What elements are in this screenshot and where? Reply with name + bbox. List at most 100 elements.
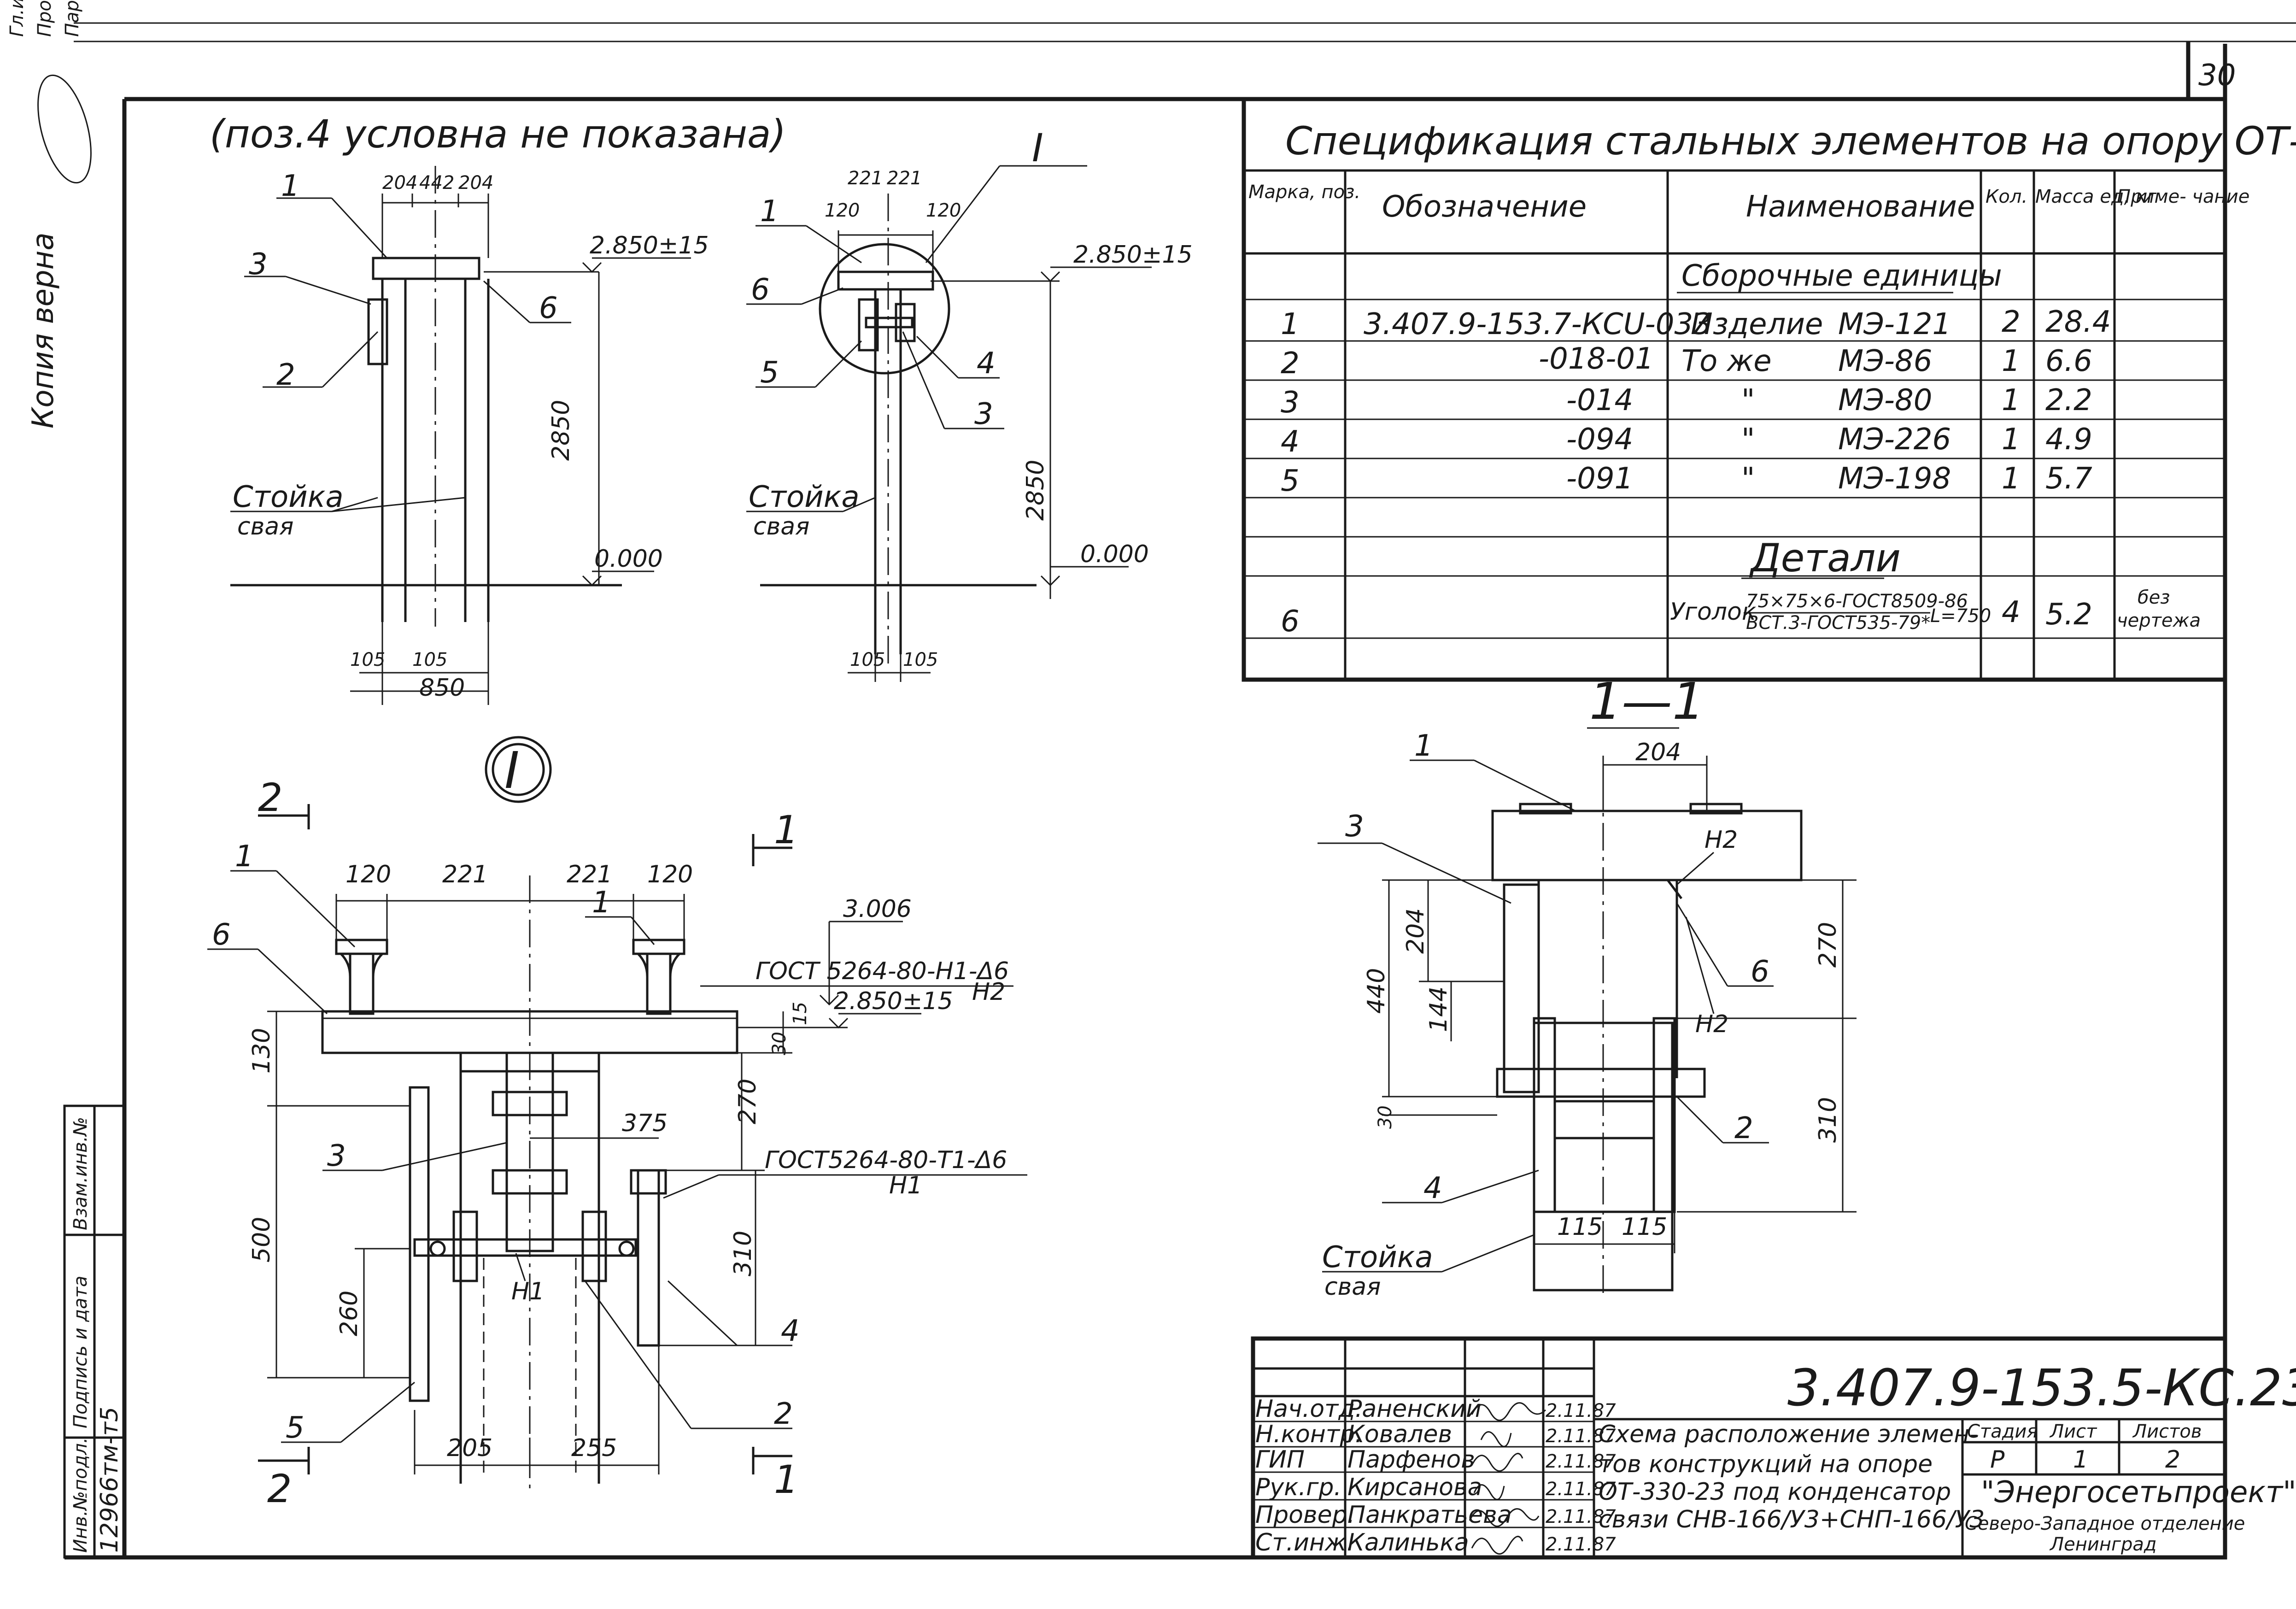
name-3: Парфенов	[1347, 1446, 1475, 1474]
section-mark-2-bottom: 2	[267, 1466, 292, 1511]
spec-row-code: -014	[1566, 383, 1633, 417]
role-5: Провер.	[1255, 1501, 1355, 1529]
callout-3: 3	[249, 247, 268, 282]
callout-2: 2	[774, 1397, 793, 1431]
spec-col-note: Приме- чание	[2117, 186, 2249, 207]
dim-side-500: 500	[248, 1217, 275, 1263]
dim-right-270: 270	[1814, 922, 1842, 968]
section-mark-2-top: 2	[258, 775, 282, 820]
elev-top: 2.850±15	[1073, 241, 1193, 269]
date-2: 2.11.87	[1546, 1426, 1616, 1447]
spec-detail-pos: 6	[1281, 605, 1300, 639]
sheet-value: 1	[2073, 1446, 2088, 1474]
dim-top-1: 221	[848, 168, 883, 189]
elev-top: 2.850±15	[590, 232, 709, 259]
spec-col-pos: Марка, поз.	[1248, 182, 1360, 203]
spec-title: Спецификация стальных элементов на опору…	[1285, 118, 2296, 164]
spec-row-name: "	[1741, 423, 1755, 457]
desc-line-3: ОТ-330-23 под конденсатор	[1599, 1478, 1951, 1506]
spec-row-name: "	[1741, 462, 1755, 496]
sheet-number: 30	[2198, 59, 2236, 93]
strip-inv-number: 12966тм-т5	[96, 1407, 123, 1553]
weld-mid: ГОСТ5264-80-Т1-Δ6	[765, 1146, 1007, 1174]
title-block: 3.407.9-153.5-КС.23 Нач.отд. Н.контр. ГИ…	[1251, 1336, 2296, 1560]
name-6: Калинька	[1347, 1529, 1469, 1556]
org-sub: Северо-Западное отделение	[1965, 1513, 2245, 1534]
signature-1	[1471, 1402, 1546, 1421]
spec-row-code: -018-01	[1539, 342, 1654, 376]
callout-2: 2	[276, 358, 295, 392]
date-1: 2.11.87	[1546, 1400, 1616, 1421]
spec-row-mass: 28.4	[2045, 305, 2111, 339]
section-mark-1-bottom: 1	[774, 1457, 798, 1502]
callout-1: 1	[1414, 729, 1433, 763]
note-pos4: (поз.4 условна не показана)	[210, 112, 786, 157]
role-4: Рук.гр.	[1255, 1474, 1341, 1501]
role-6: Ст.инж.	[1255, 1529, 1354, 1556]
strip-inv-orig: Инв.№подл.	[70, 1437, 91, 1553]
label-stoika: Стойка	[1322, 1240, 1433, 1274]
weld-mark-1: Н2	[1704, 826, 1738, 854]
detail-marker: I	[504, 741, 519, 800]
detail-I-plan: I 2 1 2 1	[207, 736, 1027, 1511]
signature-6	[1471, 1536, 1523, 1555]
dim-top-4: 120	[647, 861, 693, 888]
dim-side-310: 310	[729, 1231, 757, 1276]
spec-row-name: То же	[1681, 344, 1772, 378]
sheet-header: Лист	[2049, 1421, 2097, 1442]
spec-section-details: Детали	[1749, 535, 1901, 581]
dim-bottom-2: 115	[1622, 1213, 1667, 1241]
callout-6: 6	[539, 291, 558, 325]
spec-row-mass: 4.9	[2045, 423, 2092, 457]
spec-detail-bottom: ВСТ.3-ГОСТ535-79*	[1746, 612, 1930, 634]
stage-value: Р	[1990, 1446, 2005, 1474]
dim-side-30: 30	[769, 1032, 790, 1055]
dim-top-3: 221	[567, 861, 612, 888]
callout-1b: 1	[592, 886, 611, 920]
callout-6: 6	[212, 918, 231, 952]
date-4: 2.11.87	[1546, 1479, 1616, 1500]
dim-top-2: 442	[419, 172, 454, 194]
spec-row-pos: 5	[1281, 464, 1300, 498]
stamp-line-3: Пар	[62, 0, 83, 37]
section-1-1: 1—1 204 440 204 144 30 270	[1318, 672, 1857, 1301]
sheets-value: 2	[2165, 1446, 2180, 1474]
desc-line-1: Схема расположение элемен-	[1599, 1421, 1978, 1448]
dim-left-30: 30	[1375, 1105, 1396, 1129]
dim-bottom-2: 105	[903, 649, 938, 670]
weld-mark-2: Н2	[1695, 1010, 1728, 1038]
callout-3: 3	[1345, 810, 1364, 844]
spec-row-qty: 2	[2002, 305, 2021, 339]
spec-row-name: "	[1741, 383, 1755, 417]
signature-3	[1471, 1453, 1523, 1472]
spec-detail-length: L=750	[1930, 605, 1991, 627]
callout-4: 4	[781, 1314, 800, 1348]
spec-row-qty: 1	[2002, 423, 2021, 457]
dim-top-1: 204	[382, 172, 417, 194]
spec-table: Спецификация стальных элементов на опору…	[1242, 97, 2296, 682]
elev-a: 3.006	[843, 895, 912, 923]
callout-4: 4	[1423, 1171, 1442, 1205]
spec-detail-row: 6 Уголок 75×75×6-ГОСТ8509-86 ВСТ.3-ГОСТ5…	[1281, 587, 2201, 639]
signature-5	[1469, 1508, 1540, 1527]
spec-col-mass: Масса ед, кг	[2035, 186, 2157, 207]
weld-mid-mark: Н1	[889, 1172, 922, 1199]
spec-detail-prefix: Уголок	[1670, 598, 1757, 626]
label-stoika: Стойка	[749, 480, 860, 514]
spec-row-mark: МЭ-121	[1838, 307, 1951, 341]
dim-top: 204	[1635, 739, 1681, 766]
dim-bottom-255: 255	[571, 1434, 617, 1462]
dim-bottom-1: 115	[1557, 1213, 1603, 1241]
view-left-elevation: 204 442 204 2.850±15 2850 0.000 105 105 …	[230, 166, 709, 705]
dim-bottom-1: 105	[850, 649, 885, 670]
weld-label: Н1	[511, 1278, 545, 1305]
callout-1: 1	[760, 194, 779, 229]
dim-left-440: 440	[1363, 968, 1390, 1014]
callout-1: 1	[281, 169, 300, 203]
spec-section-assemblies: Сборочные единицы	[1681, 259, 2002, 293]
date-3: 2.11.87	[1546, 1451, 1616, 1472]
dim-side-270: 270	[734, 1079, 761, 1124]
callout-1a: 1	[235, 840, 254, 874]
view-middle-elevation: 221 221 120 120 2.850±15 2850 0.000 105 …	[746, 125, 1193, 682]
